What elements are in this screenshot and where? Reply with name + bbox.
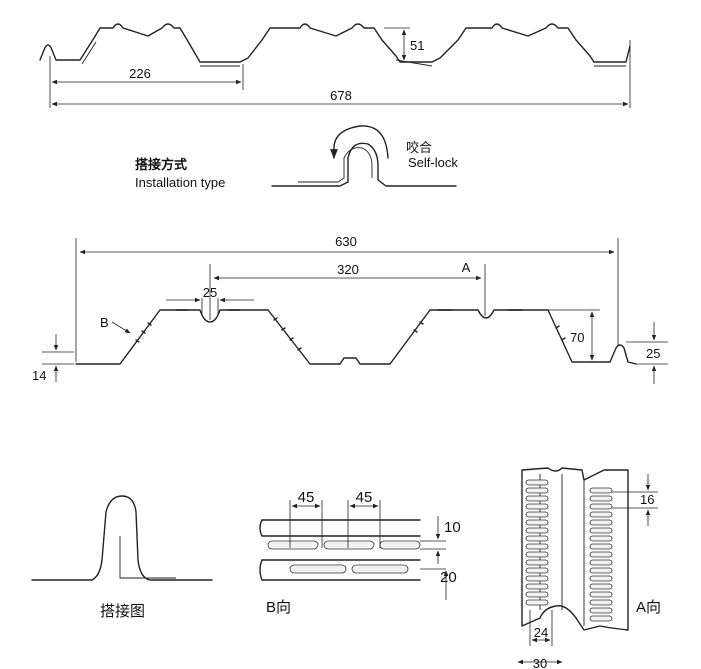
view-a-slots-left [525,479,549,606]
view-b-strip-bottom [259,559,421,581]
section-b-label: B [100,315,109,330]
lap-detail: 搭接图 [31,495,213,620]
view-a-slots-right [589,487,613,622]
lap-inner [119,536,176,579]
installation-title-en: Installation type [135,175,225,190]
mid-profile: 630 320 A 25 B 70 14 25 [32,234,668,384]
top-profile-outline [39,23,631,63]
view-a-slot [525,575,549,582]
view-a-slot [589,543,613,550]
self-lock-seam-inner [298,147,373,183]
top-profile-inner [81,41,626,67]
self-lock-label-en: Self-lock [408,155,458,170]
view-a-slot [589,583,613,590]
view-b-slot [351,564,409,574]
mid-profile-emboss [135,309,566,351]
view-b-slot [379,540,421,550]
view-a-slot [525,567,549,574]
view-b-strip-top [259,519,421,537]
view-a-slot [525,495,549,502]
view-a-slot [525,519,549,526]
view-a-slot [589,567,613,574]
view-a-slot [525,487,549,494]
mid-profile-outline [75,309,637,365]
view-a-slot [525,543,549,550]
curl-arrow [330,125,389,159]
view-a-slot [525,599,549,606]
view-a-slot [589,599,613,606]
section-a-label: A [462,260,471,275]
dim-total-width-label: 678 [330,88,352,103]
view-a-slot [589,527,613,534]
installation-section: 搭接方式 Installation type 咬合 Self-lock [135,125,458,190]
self-lock-seam [271,142,457,187]
view-a-slot [525,583,549,590]
dim-slot-length-label: 45 [298,489,315,506]
view-a-slot [589,591,613,598]
view-b-slot [267,540,319,550]
dim-rib-height-label: 70 [570,330,584,345]
dim-edge-left-label: 14 [32,368,46,383]
dim-slot-height-label: 10 [444,519,461,536]
view-a-slot [525,551,549,558]
view-a-slot [589,535,613,542]
section-b-pointer [111,321,131,334]
view-b: 45 45 10 20 B向 [259,489,461,616]
view-a-slot [589,511,613,518]
view-a-slot [589,607,613,614]
view-a-slot [525,479,549,486]
dim-width-30-label: 30 [533,656,547,669]
dim-slot-gap-label: 20 [440,569,457,586]
dim-pitch-label: 226 [129,66,151,81]
view-a-slot [525,527,549,534]
dim-total-width-label: 630 [335,234,357,249]
top-profile: 226 678 51 [39,23,631,108]
view-a: 16 24 30 A向 [517,467,661,669]
dim-rib-height-label: 51 [410,38,424,53]
lap-outline [31,495,213,581]
view-a-slot [589,559,613,566]
view-a-slot [589,503,613,510]
lap-caption: 搭接图 [100,603,145,620]
view-a-slot [525,591,549,598]
dim-width-24-label: 24 [534,625,548,640]
view-a-slot [525,559,549,566]
view-a-slot [589,495,613,502]
view-a-slot [525,535,549,542]
self-lock-label-cn: 咬合 [406,140,432,155]
view-b-caption: B向 [266,599,291,616]
view-a-slot [525,503,549,510]
view-a-caption: A向 [636,599,661,616]
dim-slot-pitch-label: 16 [640,492,654,507]
view-a-slot [525,511,549,518]
dim-slot-length-label: 45 [356,489,373,506]
view-a-slot [589,615,613,622]
view-a-slot [589,487,613,494]
dim-stiffener-label: 25 [203,285,217,300]
view-b-slot [289,564,347,574]
view-a-outline [521,467,629,631]
view-a-slot [589,575,613,582]
view-a-slot [589,519,613,526]
installation-title-cn: 搭接方式 [135,157,187,172]
view-a-slot [589,551,613,558]
view-b-slot [323,540,375,550]
dim-edge-right-label: 25 [646,346,660,361]
dim-pitch-label: 320 [337,262,359,277]
